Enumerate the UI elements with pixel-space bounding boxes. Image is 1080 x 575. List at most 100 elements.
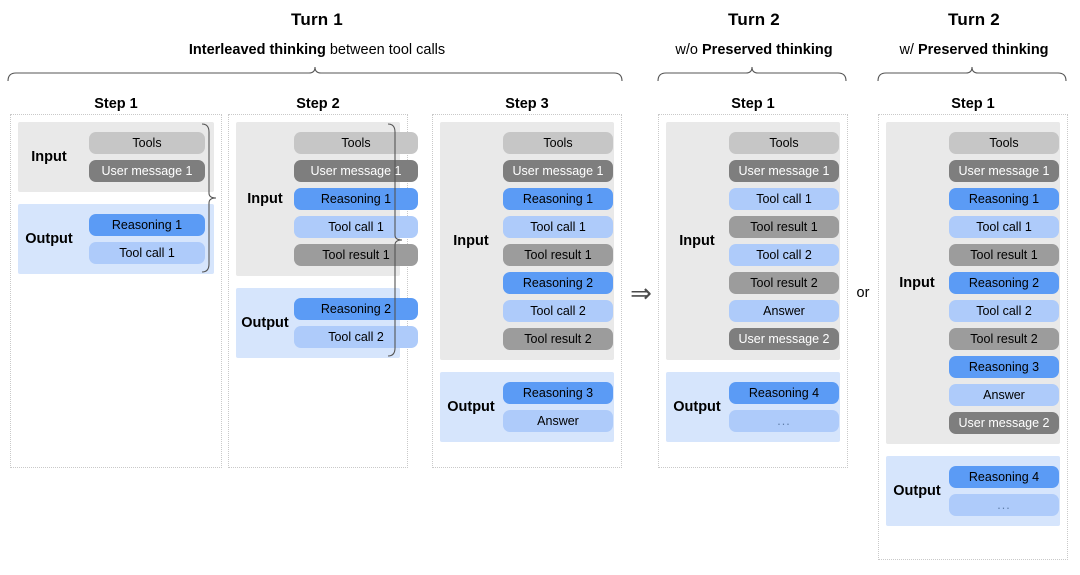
subtitle-emphasis: Interleaved thinking bbox=[188, 42, 326, 58]
chip-tool-call-2: Tool call 2 bbox=[294, 326, 418, 348]
subtitle-prefix: w/o bbox=[675, 42, 703, 58]
chip-user-message-1: User message 1 bbox=[503, 160, 613, 182]
chip-tool-result-1: Tool result 1 bbox=[949, 244, 1059, 266]
turn-title-turn-2-with: Turn 2 bbox=[948, 10, 1000, 29]
chip-reasoning-3: Reasoning 3 bbox=[503, 382, 613, 404]
chip-reasoning-4: Reasoning 4 bbox=[949, 466, 1059, 488]
chip-ellipsis: ... bbox=[949, 494, 1059, 516]
chip-reasoning-1: Reasoning 1 bbox=[949, 188, 1059, 210]
chip-user-message-2: User message 2 bbox=[949, 412, 1059, 434]
subtitle-emphasis: Preserved thinking bbox=[917, 42, 1049, 58]
turn-subtitle-turn-1: Interleaved thinking between tool calls bbox=[6, 42, 628, 58]
chip-user-message-1: User message 1 bbox=[729, 160, 839, 182]
input-label: Input bbox=[679, 233, 715, 249]
step-title-turn1-step3: Step 3 bbox=[505, 96, 549, 112]
chip-tool-call-1: Tool call 1 bbox=[294, 216, 418, 238]
chip-reasoning-1: Reasoning 1 bbox=[503, 188, 613, 210]
turn-subtitle-turn-2-with: w/ Preserved thinking bbox=[876, 42, 1072, 58]
subtitle-suffix: between tool calls bbox=[325, 42, 446, 58]
flow-arrow-icon: ⇒ bbox=[630, 278, 652, 308]
chip-ellipsis: ... bbox=[729, 410, 839, 432]
column-outline-turn1-step1 bbox=[10, 114, 222, 468]
chip-tools: Tools bbox=[729, 132, 839, 154]
chip-answer: Answer bbox=[949, 384, 1059, 406]
input-label: Input bbox=[899, 275, 935, 291]
step-title-turn2-without-step1: Step 1 bbox=[731, 96, 775, 112]
chip-reasoning-2: Reasoning 2 bbox=[503, 272, 613, 294]
chip-tools: Tools bbox=[503, 132, 613, 154]
chip-tools: Tools bbox=[89, 132, 205, 154]
step-title-turn2-with-step1: Step 1 bbox=[951, 96, 995, 112]
chip-tool-call-2: Tool call 2 bbox=[729, 244, 839, 266]
output-chip-stack: Reasoning 2 Tool call 2 bbox=[294, 298, 418, 348]
output-label: Output bbox=[447, 399, 495, 415]
turn-brace-turn-2-with bbox=[876, 66, 1068, 82]
chip-user-message-1: User message 1 bbox=[89, 160, 205, 182]
chip-tool-call-1: Tool call 1 bbox=[729, 188, 839, 210]
grouping-brace-turn1-step2 bbox=[384, 122, 406, 358]
chip-tool-result-2: Tool result 2 bbox=[503, 328, 613, 350]
turn-title-turn-1: Turn 1 bbox=[291, 10, 343, 29]
chip-reasoning-1: Reasoning 1 bbox=[89, 214, 205, 236]
subtitle-emphasis: Preserved thinking bbox=[702, 42, 833, 58]
output-label: Output bbox=[25, 231, 73, 247]
turn-subtitle-turn-2-without: w/o Preserved thinking bbox=[656, 42, 852, 58]
output-panel-turn2-without-step1: Output Reasoning 4... bbox=[666, 372, 840, 442]
chip-user-message-2: User message 2 bbox=[729, 328, 839, 350]
chip-reasoning-2: Reasoning 2 bbox=[949, 272, 1059, 294]
chip-tool-result-1: Tool result 1 bbox=[729, 216, 839, 238]
chip-tool-result-2: Tool result 2 bbox=[729, 272, 839, 294]
output-chip-stack: Reasoning 1 Tool call 1 bbox=[80, 214, 214, 264]
output-label: Output bbox=[673, 399, 721, 415]
turn-title-turn-2-without: Turn 2 bbox=[728, 10, 780, 29]
input-label: Input bbox=[453, 233, 489, 249]
grouping-brace-turn1-step1 bbox=[198, 122, 220, 274]
chip-tools: Tools bbox=[294, 132, 418, 154]
step-title-turn1-step1: Step 1 bbox=[94, 96, 138, 112]
turn-brace-turn-2-without bbox=[656, 66, 848, 82]
chip-user-message-1: User message 1 bbox=[949, 160, 1059, 182]
output-chip-stack: Reasoning 4... bbox=[948, 466, 1060, 516]
chip-tools: Tools bbox=[949, 132, 1059, 154]
subtitle-prefix: w/ bbox=[899, 42, 918, 58]
chip-tool-result-1: Tool result 1 bbox=[294, 244, 418, 266]
output-chip-stack: Reasoning 3 Answer bbox=[502, 382, 614, 432]
column-outline-turn1-step2 bbox=[228, 114, 408, 468]
output-chip-stack: Reasoning 4... bbox=[728, 382, 840, 432]
turn-brace-turn-1 bbox=[6, 66, 624, 82]
or-separator-label: or bbox=[856, 285, 870, 301]
output-panel-turn2-with-step1: Output Reasoning 4... bbox=[886, 456, 1060, 526]
output-panel-turn1-step3: Output Reasoning 3 Answer bbox=[440, 372, 614, 442]
chip-tool-call-2: Tool call 2 bbox=[503, 300, 613, 322]
input-label: Input bbox=[31, 149, 67, 165]
chip-reasoning-1: Reasoning 1 bbox=[294, 188, 418, 210]
chip-user-message-1: User message 1 bbox=[294, 160, 418, 182]
chip-tool-call-1: Tool call 1 bbox=[503, 216, 613, 238]
chip-reasoning-4: Reasoning 4 bbox=[729, 382, 839, 404]
chip-answer: Answer bbox=[503, 410, 613, 432]
output-label: Output bbox=[893, 483, 941, 499]
chip-answer: Answer bbox=[729, 300, 839, 322]
output-panel-turn1-step2: Output Reasoning 2 Tool call 2 bbox=[236, 288, 418, 358]
chip-tool-call-1: Tool call 1 bbox=[89, 242, 205, 264]
chip-tool-result-2: Tool result 2 bbox=[949, 328, 1059, 350]
column-outline-turn1-step3 bbox=[432, 114, 622, 468]
output-label: Output bbox=[241, 315, 289, 331]
chip-reasoning-3: Reasoning 3 bbox=[949, 356, 1059, 378]
step-title-turn1-step2: Step 2 bbox=[296, 96, 340, 112]
chip-reasoning-2: Reasoning 2 bbox=[294, 298, 418, 320]
chip-tool-call-2: Tool call 2 bbox=[949, 300, 1059, 322]
column-outline-turn2-with-step1 bbox=[878, 114, 1068, 560]
column-outline-turn2-without-step1 bbox=[658, 114, 848, 468]
